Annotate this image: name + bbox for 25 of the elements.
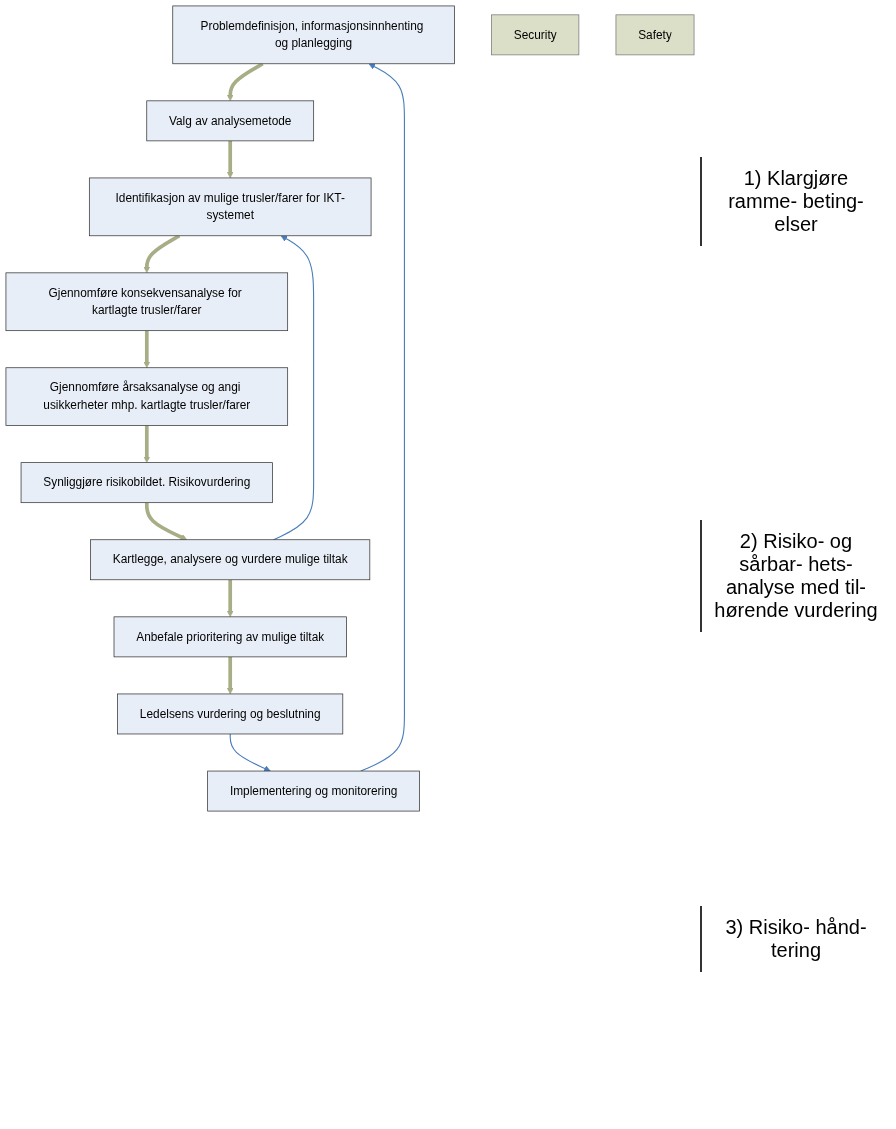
arrow <box>143 234 181 274</box>
node-box: Security <box>491 14 580 56</box>
arrow <box>360 63 405 772</box>
node-box: Gjennomføre konsekvensanalyse for kartlagte trusler/farer <box>5 272 289 332</box>
node-box: Ledelsens vurdering og beslutning <box>117 693 344 735</box>
phase-label: 2) Risiko- og sårbar- hets- analyse med til- hørende vurdering <box>700 520 890 632</box>
arrow <box>144 502 188 541</box>
node-box: Implementering og monitorering <box>207 770 420 812</box>
node-box: Problemdefinisjon, informasjonsinnhenting og planlegging <box>172 5 455 65</box>
arrow <box>143 330 151 369</box>
arrow <box>226 140 234 179</box>
phase-label: 1) Klargjøre ramme- beting- elser <box>700 157 890 246</box>
arrow <box>226 62 264 102</box>
arrow <box>226 656 234 695</box>
node-box: Gjennomføre årsaksanalyse og angi usikkerheter mhp. kartlagte trusler/farer <box>5 367 289 426</box>
node-box: Synliggjøre risikobildet. Risikovurdering <box>20 462 273 504</box>
node-box: Anbefale prioritering av mulige tiltak <box>113 616 347 658</box>
arrow <box>143 425 151 463</box>
arrow <box>229 733 271 772</box>
arrow <box>226 579 234 618</box>
node-box: Identifikasjon av mulige trusler/farer for IKT-systemet <box>88 177 372 237</box>
node-box: Safety <box>615 14 695 56</box>
node-box: Valg av analysemetode <box>146 100 315 142</box>
node-box: Kartlegge, analysere og vurdere mulige tiltak <box>90 539 371 581</box>
phase-label: 3) Risiko- hånd- tering <box>700 906 890 972</box>
